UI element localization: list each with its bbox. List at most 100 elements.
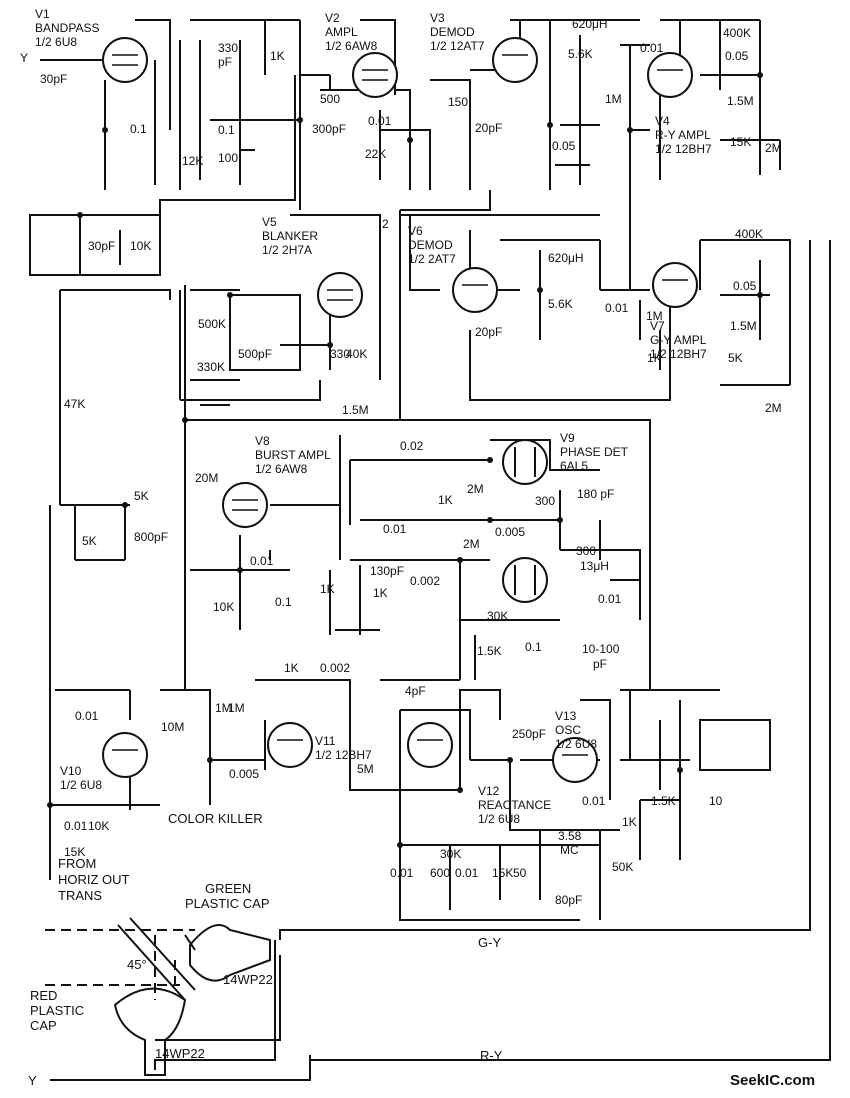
component-value-label: 0.01 xyxy=(383,522,407,536)
component-value-label: 15K xyxy=(730,135,751,149)
component-value-label: 10K xyxy=(130,239,151,253)
component-value-label: 0.05 xyxy=(552,139,576,153)
tube-v12 xyxy=(407,722,453,768)
component-value-label: 13μH xyxy=(580,559,609,573)
component-value-label: 130pF xyxy=(370,564,404,578)
component-value-label: 10K xyxy=(213,600,234,614)
component-value-label: 1K xyxy=(647,351,662,365)
tube-label-v6-line2: 1/2 2AT7 xyxy=(408,252,456,266)
component-value-label: 47K xyxy=(64,397,85,411)
horiz-out-line1: FROM xyxy=(58,856,96,871)
component-value-label: 15K xyxy=(492,866,513,880)
tube-label-v7-line1: G-Y AMPL xyxy=(650,333,707,347)
tube-label-v12-line2: 1/2 6U8 xyxy=(478,812,520,826)
tube-v2 xyxy=(352,52,398,98)
component-value-label: 0.01 xyxy=(75,709,99,723)
tube-label-v6-line1: DEMOD xyxy=(408,238,453,252)
component-value-label: pF xyxy=(218,55,232,69)
tube-label-v12-line1: REACTANCE xyxy=(478,798,551,812)
component-value-label: 300 xyxy=(535,494,555,508)
tube-label-v4-line0: V4 xyxy=(655,114,670,128)
tube-label-v10-line1: 1/2 6U8 xyxy=(60,778,102,792)
component-value-label: 50 xyxy=(513,866,527,880)
tube-label-v8-line1: BURST AMPL xyxy=(255,448,331,462)
component-value-label: 1.5M xyxy=(730,319,757,333)
component-value-label: 600 xyxy=(430,866,450,880)
component-value-label: 0.1 xyxy=(218,123,235,137)
tube-label-v9-line0: V9 xyxy=(560,431,575,445)
component-value-label: 30K xyxy=(487,609,508,623)
watermark: SeekIC.com xyxy=(730,1072,815,1089)
component-value-label: 0.002 xyxy=(320,661,350,675)
tube-label-v7-line0: V7 xyxy=(650,319,665,333)
component-value-label: 1K xyxy=(284,661,299,675)
component-value-label: 5M xyxy=(357,762,374,776)
component-value-label: 1M xyxy=(228,701,245,715)
green-cap-line2: PLASTIC CAP xyxy=(185,896,270,911)
tube-label-v5-line0: V5 xyxy=(262,215,277,229)
tube-v13 xyxy=(552,737,598,783)
tube-label-v7-line2: 1/2 12BH7 xyxy=(650,347,707,361)
tube-v11 xyxy=(267,722,313,768)
notes: COLOR KILLER FROM HORIZ OUT TRANS GREEN … xyxy=(28,811,815,1089)
crt-shapes xyxy=(45,917,271,1076)
component-value-label: 1.5K xyxy=(651,794,676,808)
component-value-label: 0.01 xyxy=(455,866,479,880)
component-value-label: 0.1 xyxy=(130,122,147,136)
component-value-label: 5.6K xyxy=(568,47,593,61)
component-value-label: pF xyxy=(593,657,607,671)
tube-label-v2-line2: 1/2 6AW8 xyxy=(325,39,378,53)
red-cap-line1: RED xyxy=(30,988,57,1003)
tube-label-v2-line1: AMPL xyxy=(325,25,358,39)
tube-label-v11-line1: 1/2 12BH7 xyxy=(315,748,372,762)
crt-bottom-label: 14WP22 xyxy=(155,1046,205,1061)
tube-label-v11-line0: V11 xyxy=(315,734,336,748)
component-value-label: 400K xyxy=(735,227,763,241)
tube-label-v2-line0: V2 xyxy=(325,11,340,25)
component-value-label: 1K xyxy=(373,586,388,600)
tube-label-v9-line1: PHASE DET xyxy=(560,445,629,459)
component-value-label: 0.01 xyxy=(582,794,606,808)
component-value-label: 30pF xyxy=(40,72,67,86)
tube-label-v3-line0: V3 xyxy=(430,11,445,25)
component-value-label: 20pF xyxy=(475,121,502,135)
tube-label-v5-line1: BLANKER xyxy=(262,229,318,243)
tube-label-v4-line1: R-Y AMPL xyxy=(655,128,711,142)
component-value-label: 5K xyxy=(728,351,743,365)
horiz-out-line2: HORIZ OUT xyxy=(58,872,130,887)
component-value-label: 5K xyxy=(82,534,97,548)
component-value-label: 1.5M xyxy=(727,94,754,108)
component-value-label: 30pF xyxy=(88,239,115,253)
component-value-label: 500pF xyxy=(238,347,272,361)
tube-shapes xyxy=(102,37,698,783)
gy-label: G-Y xyxy=(478,935,501,950)
component-value-label: 330 xyxy=(218,41,238,55)
component-value-label: 10M xyxy=(161,720,184,734)
component-value-label: 12K xyxy=(182,154,203,168)
tube-v10 xyxy=(102,732,148,778)
tube-v3 xyxy=(492,37,538,83)
tube-v5 xyxy=(317,272,363,318)
component-value-label: 20pF xyxy=(475,325,502,339)
component-value-label: 250pF xyxy=(512,727,546,741)
component-value-label: 40K xyxy=(346,347,367,361)
color-killer-label: COLOR KILLER xyxy=(168,811,263,826)
component-value-label: 50K xyxy=(612,860,633,874)
component-value-label: 1.5M xyxy=(342,403,369,417)
crt-top-label: 14WP22 xyxy=(223,972,273,987)
green-cap-line1: GREEN xyxy=(205,881,251,896)
component-value-label: 20M xyxy=(195,471,218,485)
junctions xyxy=(47,72,763,848)
component-value-label: 10K xyxy=(88,819,109,833)
red-cap-line2: PLASTIC xyxy=(30,1003,84,1018)
tube-label-v8-line2: 1/2 6AW8 xyxy=(255,462,308,476)
tube-label-v13-line1: OSC xyxy=(555,723,581,737)
component-value-label: 620μH xyxy=(572,17,608,31)
wiring xyxy=(29,19,831,1081)
horiz-out-line3: TRANS xyxy=(58,888,102,903)
tube-label-v12-line0: V12 xyxy=(478,784,500,798)
component-value-label: 1K xyxy=(622,815,637,829)
component-value-label: 800pF xyxy=(134,530,168,544)
component-value-label: 0.01 xyxy=(250,554,274,568)
